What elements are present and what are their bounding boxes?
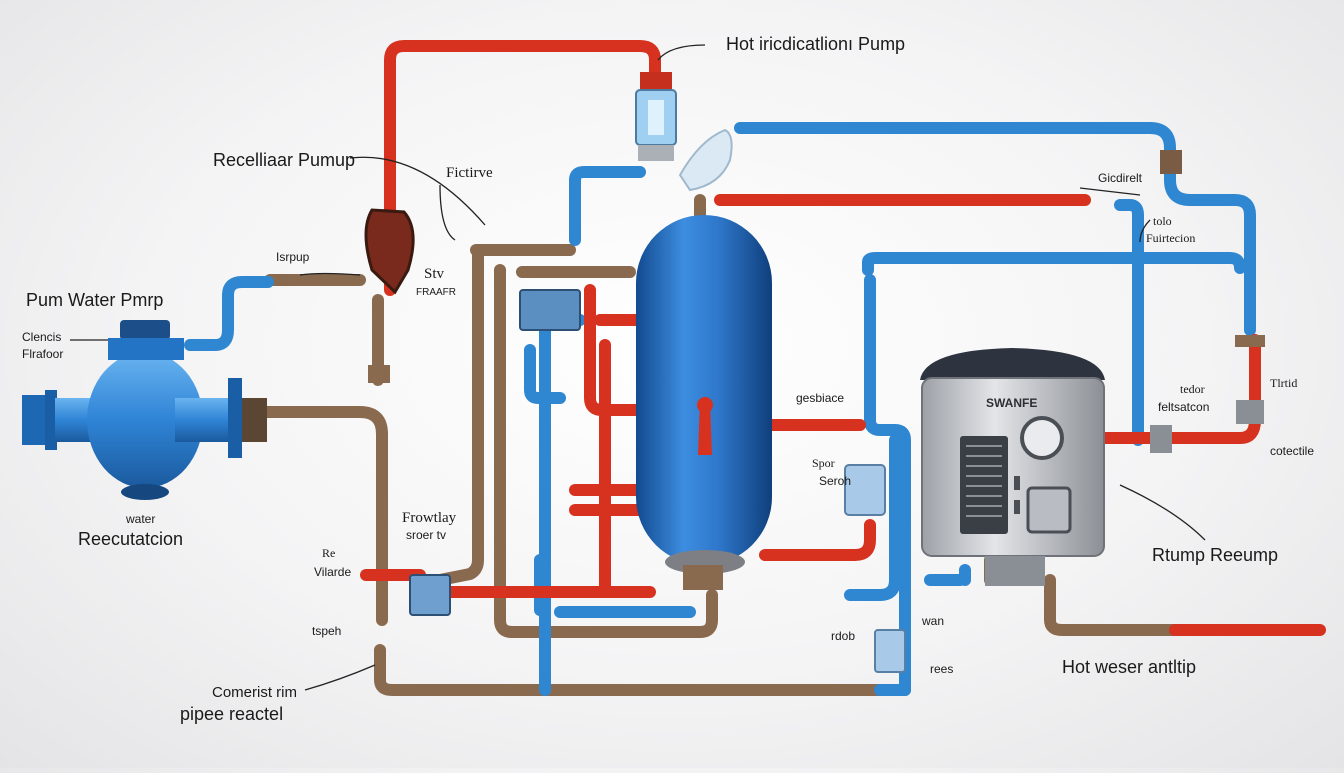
label-rdob: rdob — [831, 629, 856, 643]
label-tlrtid: Tlrtid — [1270, 376, 1298, 390]
label-tspeh: tspeh — [312, 624, 342, 638]
label-water: water — [126, 512, 156, 526]
label-vilarrde: Vilarde — [314, 565, 352, 579]
label-cotectile: cotectile — [1270, 444, 1315, 458]
label-wan: wan — [922, 614, 945, 628]
heater-brand: SWANFE — [986, 396, 1038, 410]
label-frowtiny: Frowtlay — [402, 510, 457, 526]
label-recirculation-pump: Recelliaar Pumup — [213, 150, 356, 170]
label-pump-water-pump: Pum Water Pmrp — [26, 290, 164, 310]
label-gicdirelt: Gicdirelt — [1098, 171, 1143, 185]
leader-lines — [70, 44, 1206, 691]
label-pipe-reactel: pipee reactel — [180, 704, 284, 724]
label-clencis: Clencis — [22, 330, 62, 344]
label-stv: Stv — [424, 266, 445, 282]
label-gestiace: gesbiace — [796, 391, 845, 405]
label-recirculation: Reecutatcion — [78, 529, 184, 549]
label-rump-reeump: Rtump Reeump — [1152, 545, 1279, 565]
label-flrafoor: Flrafoor — [22, 347, 64, 361]
label-hot-water-antitup: Hot weser antltip — [1062, 657, 1197, 677]
label-fraafr: FRAAFR — [416, 287, 456, 298]
label-hot-recirculation-pump: Hot iricdicatlionı Pump — [726, 34, 906, 54]
label-fuirtecion: Fuirtecion — [1146, 231, 1196, 245]
label-cornerist-rim: Comerist rim — [212, 684, 297, 701]
hot-recirculation-pump-icon — [635, 72, 733, 192]
label-isrpup: Isrpup — [276, 250, 310, 264]
label-seroh: Seroh — [819, 474, 852, 488]
label-re: Re — [322, 546, 336, 560]
recirculation-pump-icon — [364, 208, 415, 383]
cold-pipes — [184, 122, 1256, 696]
label-spor: Spor — [812, 456, 835, 470]
water-heater-icon — [920, 348, 1105, 586]
label-sroer-tv: sroer tv — [406, 528, 447, 542]
valve-icon — [409, 150, 1265, 673]
return-pipes — [254, 194, 1186, 696]
label-rees: rees — [930, 662, 954, 676]
label-tolo: tolo — [1153, 214, 1172, 228]
label-fictive: Fictirve — [446, 165, 493, 181]
centrifugal-pump-icon — [22, 320, 267, 500]
label-tedor: tedor — [1180, 382, 1205, 396]
label-feltsatcon: feltsatcon — [1158, 400, 1210, 414]
storage-tank-icon — [636, 215, 772, 590]
